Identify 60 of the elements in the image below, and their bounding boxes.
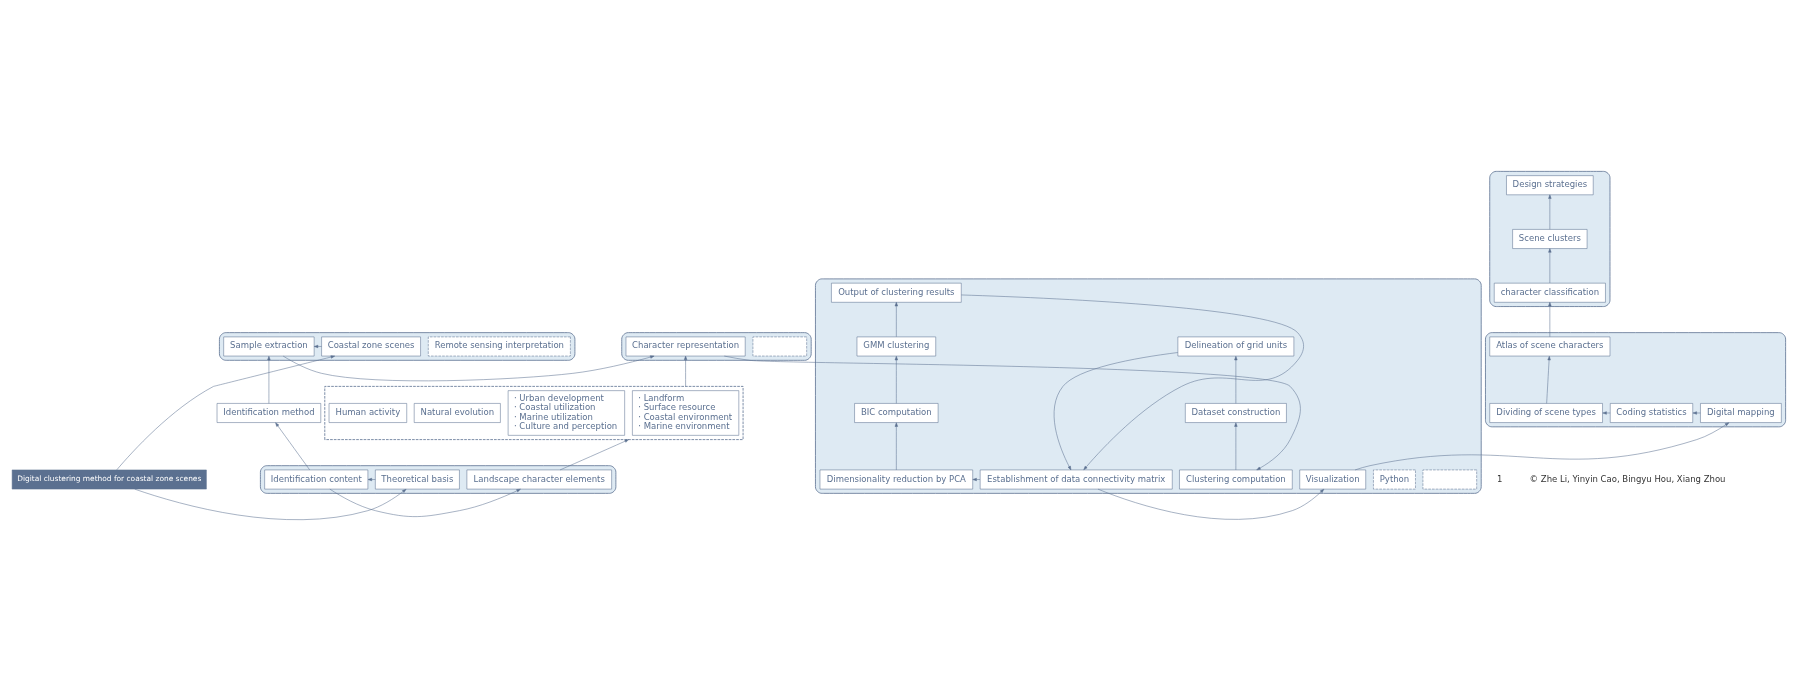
node-box: Design strategies (1506, 174, 1594, 195)
arrow (1546, 355, 1551, 404)
arrow (1602, 410, 1611, 415)
node-box: Establishment of data connectivity matrix (979, 469, 1173, 489)
node-box: Coding statistics (1610, 402, 1693, 423)
arrow (267, 355, 271, 404)
arrow (313, 344, 322, 348)
arrow (724, 355, 1301, 470)
arrow (367, 477, 376, 481)
node-box: Visualization (1299, 469, 1366, 489)
arrow (1234, 422, 1238, 470)
node-box (752, 336, 807, 356)
node-box: · Urban development · Coastal utilization · Marine utilization · Culture and perception (507, 389, 625, 436)
node-box: Dividing of scene types (1489, 402, 1603, 423)
node-box: Dataset construction (1185, 402, 1287, 423)
node-box: Clustering computation (1179, 469, 1293, 489)
arrow (1548, 301, 1552, 337)
node-box: Output of clustering results (831, 282, 962, 303)
arrow (134, 488, 407, 520)
node-box: Natural evolution (413, 402, 501, 423)
node-box: Dimensionality reduction by PCA (819, 469, 973, 489)
label: © Zhe Li, Yinyin Cao, Bingyu Hou, Xiang Zhou (1529, 473, 1726, 484)
node-box: Remote sensing interpretation (428, 336, 571, 356)
node-box: Scene clusters (1512, 228, 1588, 249)
node-box: Theoretical basis (375, 469, 460, 489)
node-box: Identification method (216, 402, 322, 423)
node-box: Sample extraction (223, 336, 315, 356)
node-box: Human activity (328, 402, 407, 423)
arrow (329, 488, 521, 517)
node-box: GMM clustering (856, 336, 936, 356)
arrow (894, 422, 898, 470)
arrow (894, 355, 898, 404)
arrow (961, 294, 1304, 470)
arrow (684, 355, 688, 387)
arrow (1053, 351, 1179, 470)
arrow (972, 477, 981, 481)
node-box: Python (1373, 469, 1416, 489)
node-box (1422, 469, 1477, 489)
arrow (282, 355, 655, 381)
arrow (1097, 488, 1325, 520)
arrow (1548, 247, 1552, 283)
node-box: Identification content (264, 469, 369, 489)
node-box: Digital mapping (1700, 402, 1782, 423)
arrow (894, 301, 898, 337)
arrow (1354, 421, 1730, 470)
arrow (1548, 194, 1552, 230)
arrow (1234, 355, 1238, 404)
node-box: Landscape character elements (466, 469, 612, 489)
arrow (559, 438, 629, 470)
cluster (324, 385, 744, 440)
arrow (116, 354, 335, 470)
arrow (275, 422, 310, 470)
node-box: Character representation (625, 336, 746, 356)
node-box: Atlas of scene characters (1489, 336, 1611, 356)
node-box: BIC computation (854, 402, 939, 423)
arrow (1692, 410, 1701, 415)
label: 1 (1497, 473, 1503, 484)
node-box: Delineation of grid units (1177, 336, 1295, 356)
node-box: character classification (1493, 282, 1606, 303)
node-box: · Landform · Surface resource · Coastal environment · Marine environment (632, 389, 740, 436)
